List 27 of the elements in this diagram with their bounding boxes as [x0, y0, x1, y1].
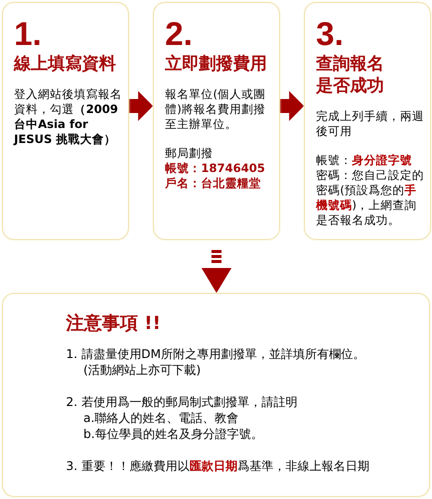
step-title: 立即劃撥費用	[165, 53, 267, 75]
step-title: 線上填寫資料	[14, 53, 116, 75]
arrow	[280, 91, 304, 121]
body-text: 完成上列手續，兩週後可用	[316, 109, 425, 139]
notes-heading: 注意事項 !!	[66, 312, 161, 336]
step-box	[153, 2, 280, 240]
note-text: 1. 請盡量使用DM所附之專用劃撥單，並詳填所有欄位。	[66, 346, 365, 362]
body-text: 帳號：身分證字號	[316, 153, 412, 168]
note-text: b.每位學員的姓名及身分證字號。	[83, 426, 263, 442]
note-text: 2. 若使用爲一般的郵局制式劃撥單，請註明	[66, 394, 298, 410]
step-number: 2.	[165, 17, 193, 51]
note-text: (活動網站上亦可下載)	[83, 362, 201, 378]
arrow	[129, 91, 153, 121]
step-number: 3.	[316, 17, 344, 51]
step-box	[304, 2, 431, 240]
step-title: 查詢報名是否成功	[316, 53, 385, 97]
note-text: 3. 重要！！應繳費用以匯款日期爲基準，非線上報名日期	[66, 458, 370, 474]
account-text: 帳號：18746405	[165, 161, 266, 176]
note-text: a.聯絡人的姓名、電話、教會	[83, 410, 239, 426]
body-text: 密碼：您自己設定的密碼(預設爲您的手機號碼)，上網查詢是否報名成功。	[316, 168, 425, 228]
step-box	[2, 2, 129, 240]
account-text: 戶名：台北靈糧堂	[165, 176, 261, 191]
notes-box	[2, 293, 430, 497]
body-text: 郵局劃撥	[165, 146, 213, 161]
body-text: 報名單位(個人或團體)將報名費用劃撥至主辦單位。	[165, 87, 266, 132]
step-number: 1.	[14, 17, 42, 51]
body-text: 登入網站後填寫報名資料，勾選（2009 台中Asia for JESUS 挑戰大會）	[14, 87, 123, 147]
